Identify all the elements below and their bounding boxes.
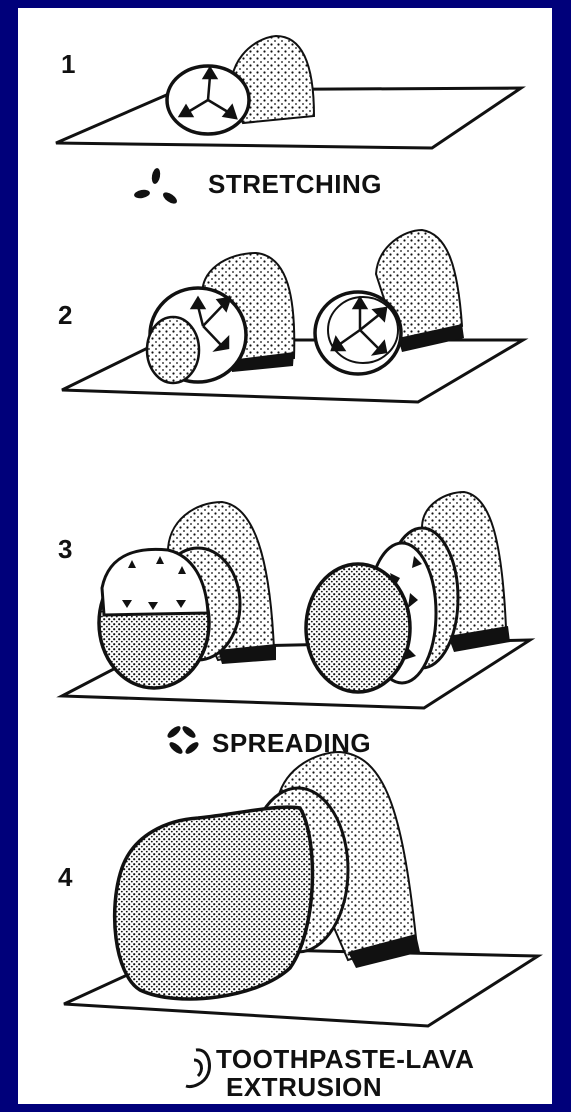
spreading-icon [166, 724, 201, 756]
stage-2: 2 [58, 230, 523, 402]
stage-3-number: 3 [58, 534, 72, 564]
stage-4: 4 TOOTHPASTE-LAVA EXTRUSION [58, 752, 538, 1102]
stage-4-extruded-toe [115, 807, 313, 999]
stage-4-label-line2: EXTRUSION [226, 1072, 382, 1102]
stage-2-number: 2 [58, 300, 72, 330]
lava-lobe-diagram: 1 STRETCHING 2 [18, 8, 552, 1104]
stage-4-number: 4 [58, 862, 73, 892]
stretching-icon [133, 167, 178, 205]
stage-3-right-new-lobe [306, 564, 410, 692]
stage-2-left-new-lobe-crust [147, 317, 199, 383]
diagram-panel: 1 STRETCHING 2 [18, 8, 552, 1104]
stage-1: 1 STRETCHING [56, 36, 521, 206]
stage-1-number: 1 [61, 49, 75, 79]
stage-3: 3 [58, 492, 530, 758]
toothpaste-lava-icon [186, 1050, 210, 1087]
stage-1-label: STRETCHING [208, 169, 382, 199]
stage-4-label-line1: TOOTHPASTE-LAVA [216, 1044, 474, 1074]
